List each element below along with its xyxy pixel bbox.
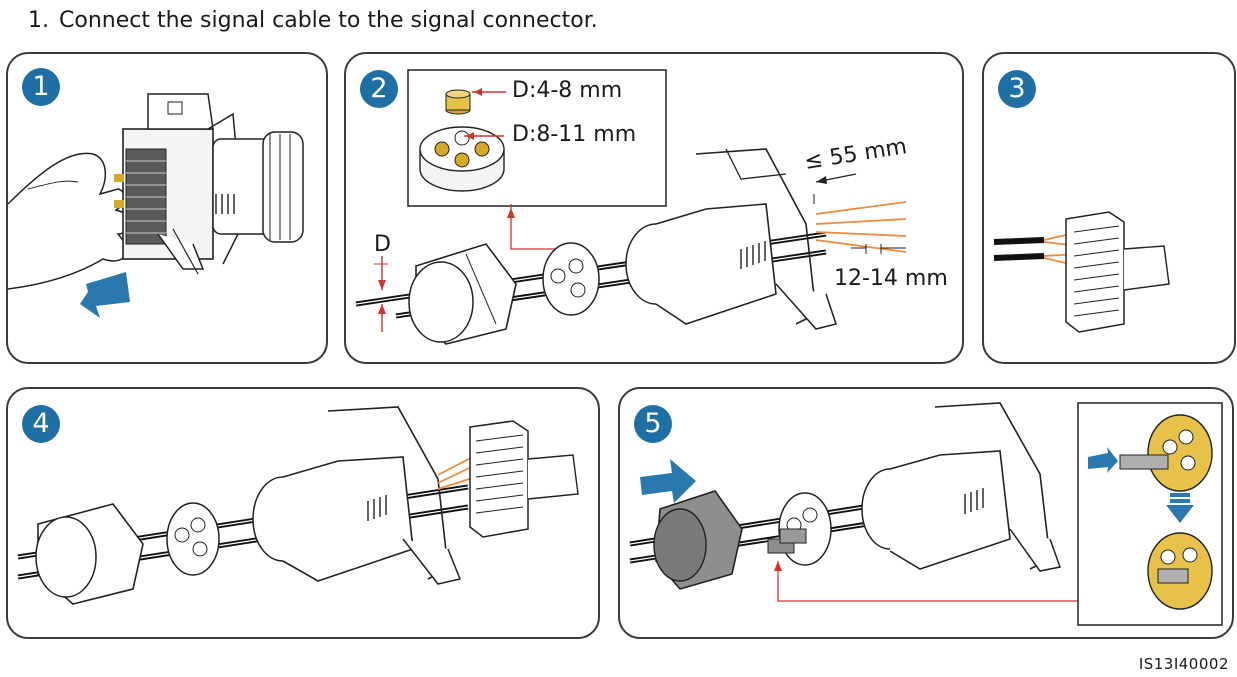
step-4-panel: 4 [6, 387, 600, 639]
step-4-badge: 4 [22, 405, 60, 443]
swivel-nut-dark [653, 490, 743, 590]
label-small-diameter: D:4-8 mm [512, 78, 623, 103]
step-3-badge: 3 [998, 70, 1036, 108]
instruction-body: Connect the signal cable to the signal c… [59, 8, 598, 33]
step-5-badge: 5 [634, 405, 672, 443]
step-4-illustration [17, 406, 579, 605]
terminal-block [114, 148, 167, 245]
seal-ring [166, 502, 220, 576]
seal-plugs [767, 528, 807, 554]
instruction-number: 1. [28, 8, 49, 33]
seal-ring-gold-top [1119, 414, 1213, 492]
swivel-nut [35, 503, 144, 605]
terminal-block [469, 420, 579, 538]
step-1-badge: 1 [22, 68, 60, 106]
figure-id: IS13I40002 [1138, 655, 1229, 673]
step-2-panel: 2 [344, 52, 964, 364]
step-2-illustration [355, 69, 907, 345]
push-arrow [640, 459, 696, 503]
small-seal-ring [445, 89, 471, 115]
label-dimension-d: D [374, 232, 391, 257]
swivel-nut [408, 243, 517, 345]
label-large-diameter: D:8-11 mm [512, 122, 637, 147]
instruction-text: 1. Connect the signal cable to the signal… [28, 4, 598, 38]
step-1-panel: 1 [6, 52, 328, 364]
connector-housing [861, 402, 1061, 572]
step-3-illustration [993, 211, 1170, 333]
large-seal-ring [419, 126, 505, 192]
step-1-illustration [8, 93, 304, 318]
step-3-panel: 3 [982, 52, 1236, 364]
step-5-illustration [629, 402, 1223, 626]
seal-ring [542, 242, 600, 316]
step-2-badge: 2 [360, 70, 398, 108]
pull-arrow [80, 272, 130, 318]
terminal-block [1065, 211, 1170, 333]
connector-housing [252, 406, 462, 585]
label-wire-strip: 12-14 mm [834, 266, 948, 291]
step-5-panel: 5 [618, 387, 1234, 639]
connector-housing [625, 148, 837, 330]
seal-ring-gold-bottom [1147, 532, 1213, 610]
down-arrow [1166, 493, 1194, 523]
